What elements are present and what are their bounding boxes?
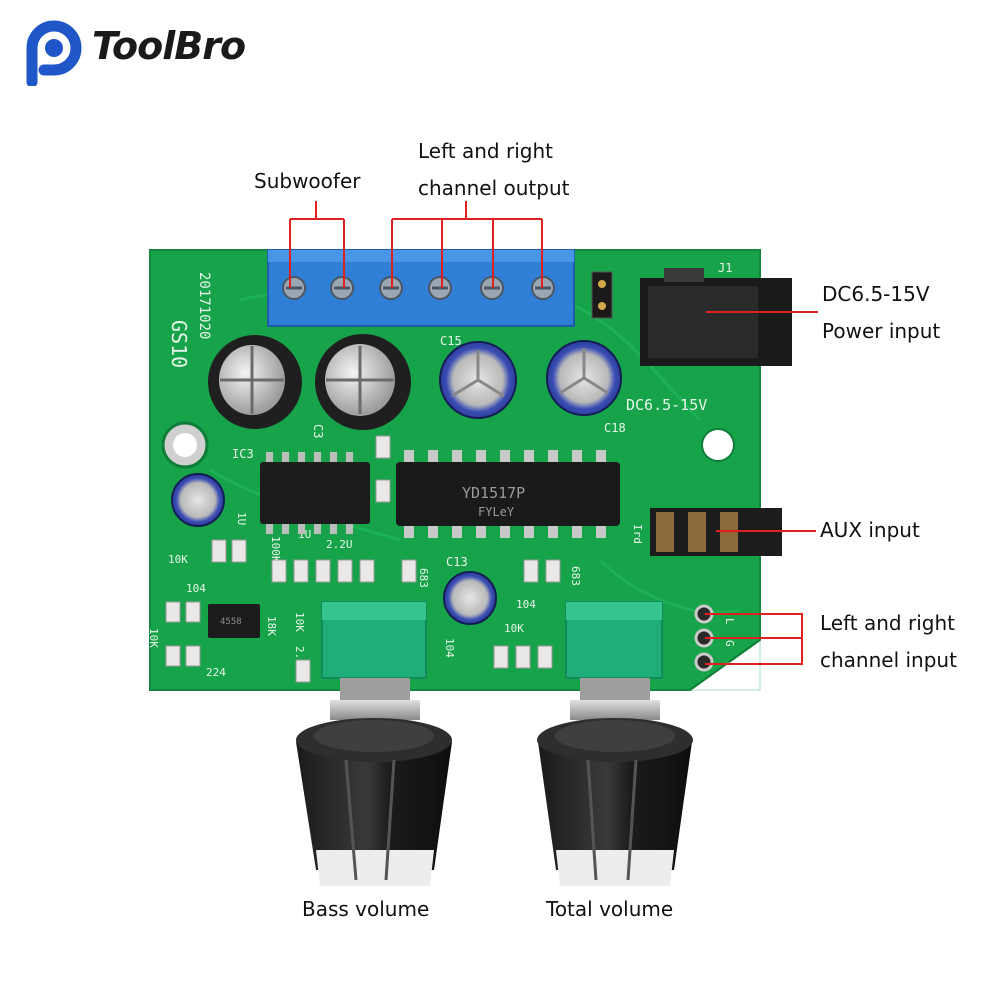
yd1517p-chip [396, 462, 620, 526]
r-683-a: 683 [417, 568, 430, 588]
op-amp-chip [208, 604, 260, 638]
r-18k: 18K [265, 616, 278, 636]
dc-input-label-line1: DC6.5-15V [822, 282, 930, 306]
pin-r-label: R [723, 662, 736, 669]
r-10k-a: 10K [168, 553, 188, 566]
pin-g-label: G [723, 640, 736, 647]
total-potentiometer [537, 601, 693, 886]
lr-input-label-line1: Left and right [820, 611, 955, 635]
ic3-chip [260, 462, 370, 524]
c13-label: C13 [446, 555, 468, 569]
r-1u-a: 1U [235, 512, 248, 525]
r-10k-b: 10K [147, 628, 160, 648]
aux-input-label: AUX input [820, 518, 920, 542]
lr-output-label-line1: Left and right [418, 139, 553, 163]
lr-input-label-line2: channel input [820, 648, 957, 672]
op-amp-label: 4558 [220, 617, 242, 627]
capacitor-small-left [171, 473, 225, 527]
date-code: 20171020 [196, 272, 212, 339]
model-label: GS10 [167, 320, 191, 368]
dc-board-label: DC6.5-15V [626, 396, 707, 414]
j1-label: J1 [718, 261, 732, 275]
chip-code: FYLeY [478, 505, 515, 519]
input-pins [694, 604, 714, 672]
chip-label: YD1517P [462, 484, 525, 502]
toolbro-logo-icon [26, 20, 82, 86]
callout-lines [289, 201, 818, 665]
r-10k-c: 10K [293, 612, 306, 632]
capacitor-c13 [443, 571, 497, 625]
ic3-label: IC3 [232, 447, 254, 461]
r-104-c: 104 [443, 638, 456, 658]
subwoofer-label: Subwoofer [254, 169, 361, 193]
r-683-b: 683 [569, 566, 582, 586]
r-100k: 100K [269, 536, 282, 563]
pin-l-label: L [723, 618, 736, 625]
lr-output-label-line2: channel output [418, 176, 570, 200]
r-104-b: 104 [516, 598, 536, 611]
c18-label: C18 [604, 421, 626, 435]
dc-input-label-line2: Power input [822, 319, 941, 343]
r-10k-d: 10K [504, 622, 524, 635]
irq-label: Ird [631, 524, 644, 544]
bass-volume-label: Bass volume [302, 897, 430, 921]
capacitor-large-left [208, 335, 302, 429]
r-104-a: 104 [186, 582, 206, 595]
brand-name: ToolBro [92, 24, 246, 68]
total-volume-label: Total volume [546, 897, 674, 921]
r-2u2-a: 2.2U [326, 538, 353, 551]
r-224: 224 [206, 666, 226, 679]
c15-label: C15 [440, 334, 462, 348]
c3-label: C3 [311, 424, 325, 438]
bass-potentiometer [296, 601, 452, 886]
capacitor-large-right [315, 334, 411, 430]
